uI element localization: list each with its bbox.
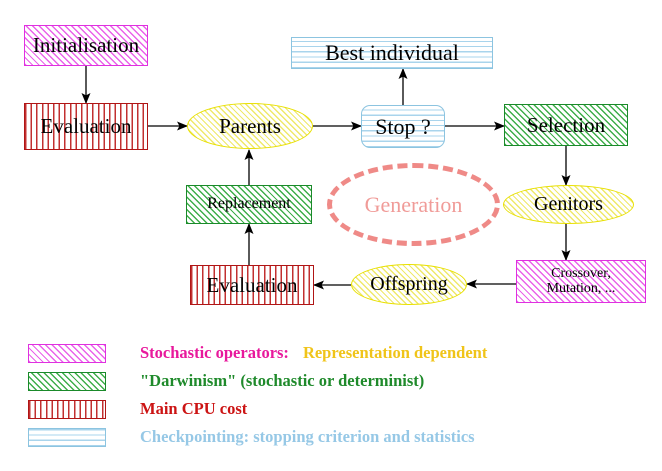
- node-evaluation-bottom-label: Evaluation: [206, 272, 298, 297]
- legend-row-cpu: Main CPU cost: [28, 399, 247, 419]
- node-stop-label: Stop ?: [375, 113, 431, 139]
- node-generation-label: Generation: [364, 191, 463, 217]
- node-selection[interactable]: Selection: [504, 104, 628, 146]
- node-evaluation-bottom[interactable]: Evaluation: [190, 265, 314, 305]
- legend-label-darwinism: "Darwinism" (stochastic or determinist): [140, 371, 425, 390]
- node-best-individual-label: Best individual: [325, 40, 459, 66]
- node-best-individual[interactable]: Best individual: [291, 37, 493, 69]
- legend-label-checkpointing: Checkpointing: stopping criterion and st…: [140, 427, 475, 446]
- node-offspring-label: Offspring: [370, 273, 448, 295]
- legend-row-darwinism: "Darwinism" (stochastic or determinist): [28, 371, 424, 391]
- node-evaluation-top[interactable]: Evaluation: [24, 103, 148, 150]
- node-parents-label: Parents: [219, 113, 281, 138]
- node-crossover-line1: Crossover,: [551, 265, 611, 281]
- legend-swatch-blue: [28, 427, 106, 447]
- node-stop[interactable]: Stop ?: [361, 105, 445, 148]
- node-offspring[interactable]: Offspring: [351, 264, 467, 305]
- node-genitors-label: Genitors: [534, 193, 603, 215]
- legend-swatch-green: [28, 371, 106, 391]
- node-replacement-label: Replacement: [207, 195, 291, 213]
- legend-label-cpu: Main CPU cost: [140, 399, 248, 418]
- legend: Stochastic operators: Representation dep…: [0, 335, 662, 471]
- legend-row-stochastic: Stochastic operators: Representation dep…: [28, 343, 487, 363]
- legend-label-representation: Representation dependent: [302, 343, 488, 362]
- legend-row-checkpointing: Checkpointing: stopping criterion and st…: [28, 427, 475, 447]
- node-genitors[interactable]: Genitors: [503, 185, 634, 224]
- node-parents[interactable]: Parents: [187, 103, 313, 149]
- node-evaluation-top-label: Evaluation: [40, 114, 132, 139]
- node-selection-label: Selection: [526, 112, 606, 137]
- legend-swatch-magenta: [28, 343, 106, 363]
- node-crossover-line2: Mutation, ...: [546, 280, 616, 296]
- node-crossover-mutation[interactable]: Crossover, Mutation, ...: [516, 260, 646, 303]
- legend-label-stochastic: Stochastic operators:: [140, 343, 289, 362]
- legend-swatch-red: [28, 399, 106, 419]
- node-initialisation-label: Initialisation: [32, 33, 140, 58]
- node-generation: Generation: [327, 163, 500, 246]
- node-replacement[interactable]: Replacement: [186, 185, 312, 224]
- node-initialisation[interactable]: Initialisation: [24, 25, 148, 66]
